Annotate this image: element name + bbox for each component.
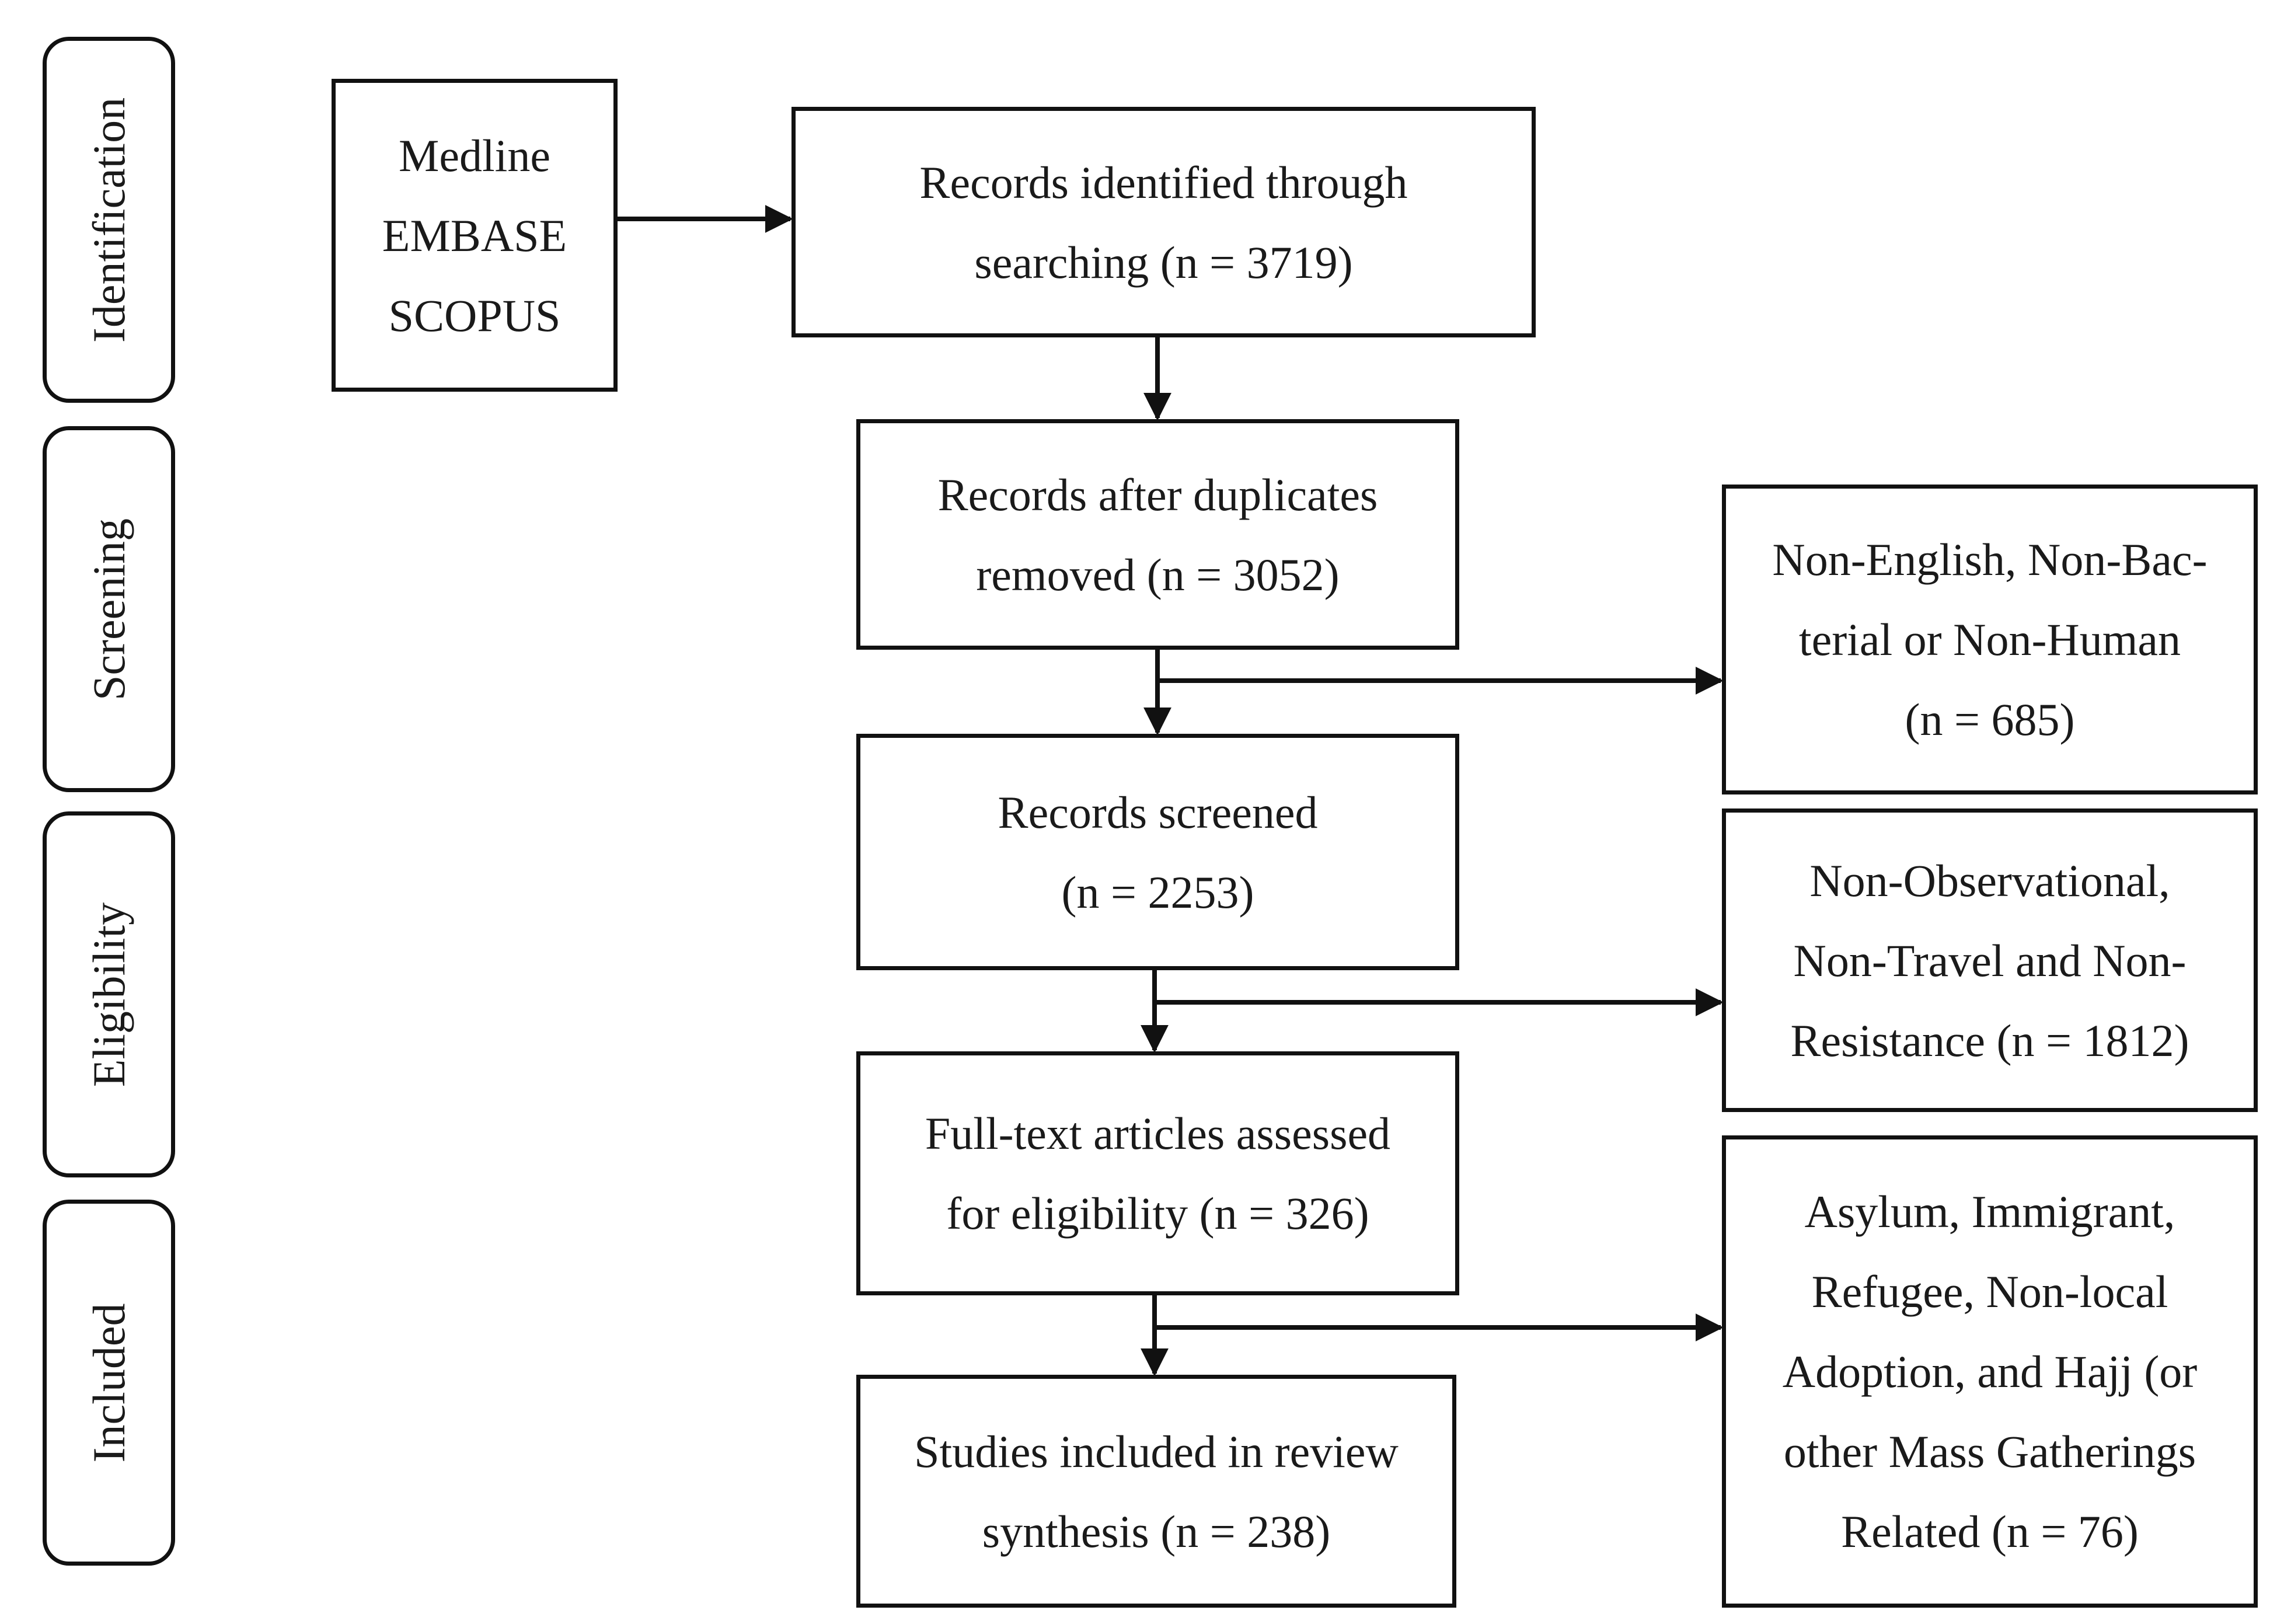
- excluded-population-box: Asylum, Immigrant, Refugee, Non-local Ad…: [1722, 1135, 2258, 1608]
- records-identified-line-1: Records identified through: [919, 156, 1408, 208]
- excluded-population-line-3: Adoption, and Hajj (or: [1782, 1346, 2198, 1397]
- excluded-language-box: Non-English, Non-Bac- terial or Non-Huma…: [1722, 485, 2258, 794]
- excluded-language-line-2: terial or Non-Human: [1798, 614, 2181, 665]
- records-deduplicated-box: Records after duplicates removed (n = 30…: [856, 419, 1459, 650]
- excluded-design-line-1: Non-Observational,: [1809, 855, 2170, 906]
- fulltext-assessed-line-1: Full-text articles assessed: [925, 1108, 1391, 1159]
- records-identified-line-2: searching (n = 3719): [974, 236, 1353, 288]
- fulltext-assessed-box: Full-text articles assessed for eligibil…: [856, 1051, 1459, 1295]
- stage-identification: Identification: [43, 37, 175, 403]
- excluded-language-line-1: Non-English, Non-Bac-: [1772, 534, 2208, 585]
- excluded-language-line-3: (n = 685): [1905, 694, 2075, 745]
- records-screened-line-1: Records screened: [998, 786, 1318, 838]
- excluded-design-line-3: Resistance (n = 1812): [1790, 1015, 2189, 1066]
- records-screened-line-2: (n = 2253): [1061, 866, 1254, 918]
- excluded-population-line-4: other Mass Gatherings: [1783, 1426, 2196, 1477]
- fulltext-assessed-line-2: for eligibility (n = 326): [946, 1188, 1369, 1239]
- stage-included: Included: [43, 1200, 175, 1566]
- source-medline: Medline: [399, 130, 550, 181]
- excluded-population-line-1: Asylum, Immigrant,: [1804, 1186, 2175, 1237]
- studies-included-box: Studies included in review synthesis (n …: [856, 1375, 1456, 1608]
- excluded-population-line-2: Refugee, Non-local: [1811, 1266, 2168, 1317]
- records-identified-box: Records identified through searching (n …: [791, 107, 1536, 337]
- database-sources-box: Medline EMBASE SCOPUS: [332, 79, 618, 392]
- records-deduplicated-line-1: Records after duplicates: [937, 469, 1378, 520]
- records-deduplicated-line-2: removed (n = 3052): [976, 549, 1340, 600]
- studies-included-line-1: Studies included in review: [914, 1426, 1399, 1477]
- stage-screening: Screening: [43, 426, 175, 792]
- stage-eligibility: Eligibility: [43, 811, 175, 1177]
- studies-included-line-2: synthesis (n = 238): [982, 1505, 1331, 1557]
- records-screened-box: Records screened (n = 2253): [856, 734, 1459, 970]
- excluded-population-line-5: Related (n = 76): [1841, 1506, 2139, 1557]
- excluded-design-line-2: Non-Travel and Non-: [1793, 935, 2187, 986]
- source-scopus: SCOPUS: [388, 290, 561, 341]
- source-embase: EMBASE: [382, 210, 567, 261]
- excluded-design-box: Non-Observational, Non-Travel and Non- R…: [1722, 808, 2258, 1112]
